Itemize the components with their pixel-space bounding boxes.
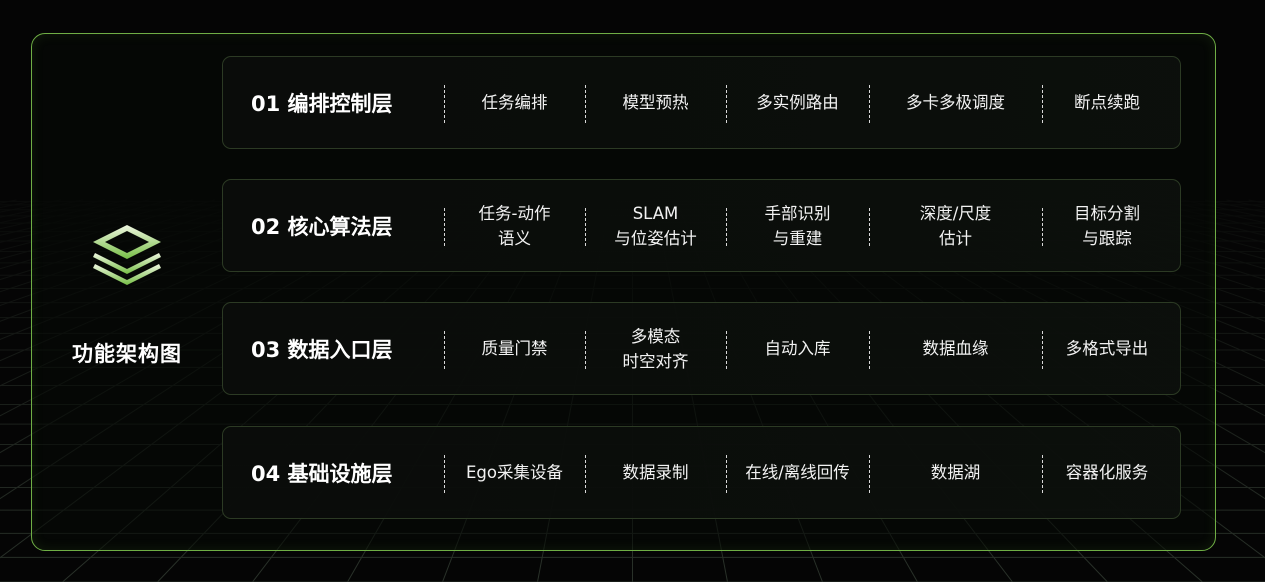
layer-item: 容器化服务 [1065,463,1149,482]
layer-title: 04 基础设施层 [251,461,393,486]
layer-item: 多卡多极调度 [906,93,1005,112]
layer-item: Ego采集设备 [466,463,563,482]
layer-data-ingest: 03 数据入口层 质量门禁 多模态 时空对齐 自动入库 数据血缘 多格式导出 [222,302,1181,395]
layer-item: 数据录制 [622,463,689,482]
divider [585,331,586,369]
layer-item: 数据湖 [930,463,981,482]
layer-item: 数据血缘 [922,339,989,358]
divider [444,455,445,493]
layer-item: 质量门禁 [481,339,548,358]
layer-item: 手部识别 与重建 [764,203,831,248]
divider [726,208,727,246]
divider [585,455,586,493]
layer-title: 03 数据入口层 [251,337,393,362]
layer-items: Ego采集设备 数据录制 在线/离线回传 数据湖 容器化服务 [444,427,1153,518]
layer-infrastructure: 04 基础设施层 Ego采集设备 数据录制 在线/离线回传 数据湖 容器化服务 [222,426,1181,519]
divider [585,208,586,246]
divider [444,208,445,246]
layer-item: 目标分割 与跟踪 [1074,203,1140,248]
layer-item: 多格式导出 [1065,339,1149,358]
divider [585,85,586,123]
layer-orchestration: 01 编排控制层 任务编排 模型预热 多实例路由 多卡多极调度 断点续跑 [222,56,1181,149]
layer-items: 任务编排 模型预热 多实例路由 多卡多极调度 断点续跑 [444,57,1153,148]
divider [869,85,870,123]
layer-item: 断点续跑 [1074,93,1140,112]
layer-item: 多实例路由 [756,93,839,112]
divider [444,331,445,369]
layer-item: 任务-动作 语义 [478,203,551,248]
divider [1042,85,1043,123]
layers-icon [93,225,161,285]
divider [444,85,445,123]
layer-items: 任务-动作 语义 SLAM 与位姿估计 手部识别 与重建 深度/尺度 估计 目标… [444,180,1153,271]
divider [726,455,727,493]
layer-title: 01 编排控制层 [251,91,393,116]
divider [869,455,870,493]
layer-item: 模型预热 [622,93,689,112]
layer-item: SLAM 与位姿估计 [614,203,697,248]
divider [1042,455,1043,493]
divider [726,331,727,369]
layer-item: 自动入库 [764,339,831,358]
layer-item: 任务编排 [481,93,548,112]
layer-item: 深度/尺度 估计 [919,203,992,248]
layer-item: 在线/离线回传 [745,463,850,482]
divider [869,208,870,246]
divider [1042,331,1043,369]
layer-item: 多模态 时空对齐 [622,326,689,371]
divider [1042,208,1043,246]
diagram-title: 功能架构图 [72,342,182,366]
sidebar: 功能架构图 [31,33,223,551]
layer-items: 质量门禁 多模态 时空对齐 自动入库 数据血缘 多格式导出 [444,303,1153,394]
layer-title: 02 核心算法层 [251,214,393,239]
divider [726,85,727,123]
layer-core-algorithm: 02 核心算法层 任务-动作 语义 SLAM 与位姿估计 手部识别 与重建 深度… [222,179,1181,272]
divider [869,331,870,369]
